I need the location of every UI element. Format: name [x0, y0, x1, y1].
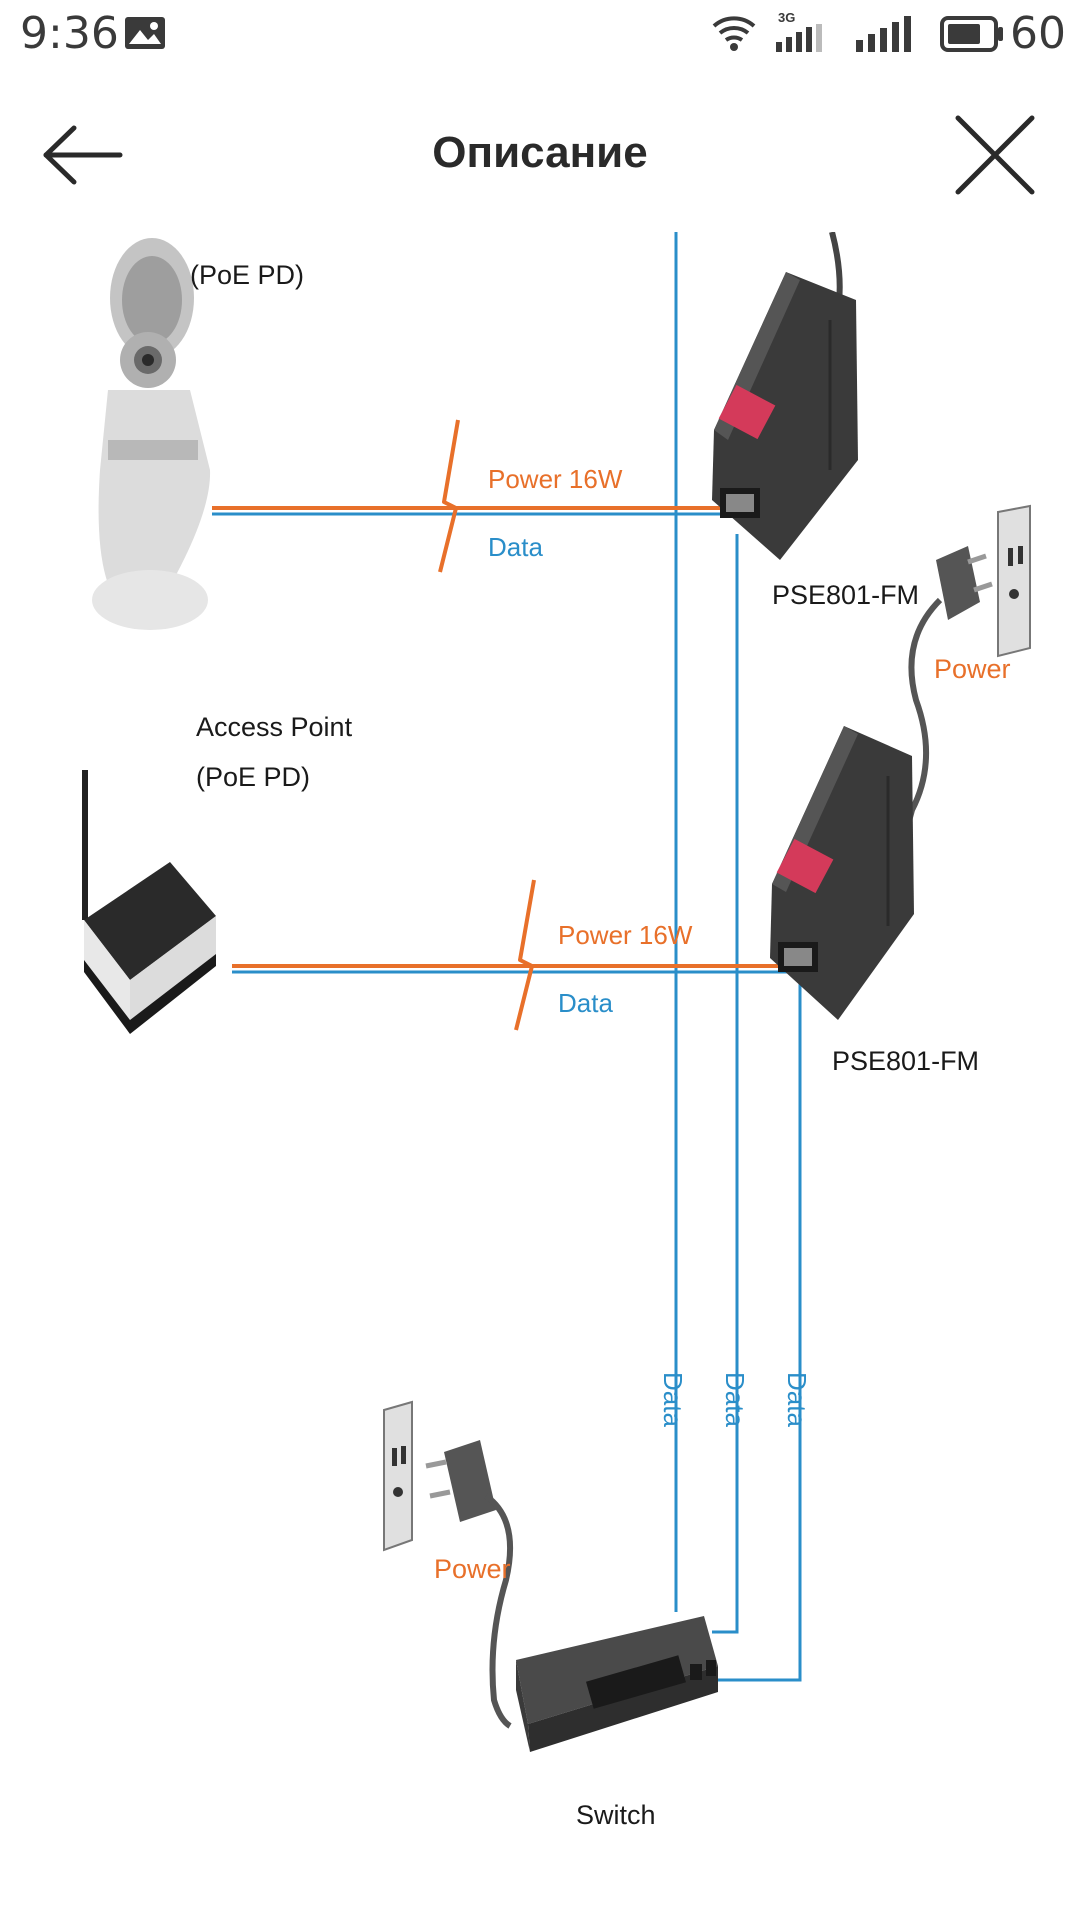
status-bar: 9:36 3G 60	[0, 0, 1080, 70]
back-button[interactable]	[40, 120, 130, 190]
vertical-data-line-2	[712, 534, 739, 1634]
power-label-mid: Power 16W	[558, 920, 693, 950]
app-bar: Описание	[0, 100, 1080, 210]
network-type-label: 3G	[778, 10, 796, 25]
signal-3g-icon	[776, 24, 822, 52]
battery-percent: 60	[1010, 8, 1066, 59]
vertical-data-label-3: Data	[782, 1372, 812, 1427]
switch-label: Switch	[576, 1800, 656, 1830]
battery-icon	[940, 16, 1003, 52]
injector-mid-label: PSE801-FM	[832, 1046, 979, 1076]
data-label-mid: Data	[558, 988, 613, 1018]
poe-diagram-image: Power 16W Data Power 16W Data (PoE PD)	[0, 232, 1080, 1872]
ip-camera	[92, 238, 211, 630]
data-label-top: Data	[488, 532, 543, 562]
poe-diagram: Power 16W Data Power 16W Data (PoE PD)	[82, 232, 1031, 1830]
poe-injector-mid	[770, 726, 914, 1020]
vertical-data-line-3	[718, 958, 802, 1682]
wifi-icon	[712, 16, 756, 51]
close-button[interactable]	[950, 112, 1040, 198]
power-label-left: Power	[434, 1554, 511, 1584]
image-notification-icon	[125, 17, 165, 49]
access-point-label-1: Access Point	[196, 712, 353, 742]
vertical-data-label-2: Data	[720, 1372, 750, 1427]
access-point-label-2: (PoE PD)	[196, 762, 310, 792]
power-label-right: Power	[934, 654, 1011, 684]
arrow-left-icon	[43, 125, 123, 185]
network-switch	[516, 1616, 718, 1752]
access-point	[82, 770, 216, 1034]
power-label-top: Power 16W	[488, 464, 623, 494]
page-title: Описание	[432, 128, 648, 177]
camera-label: (PoE PD)	[190, 260, 304, 290]
outlet-left	[383, 1400, 514, 1729]
injector-top-label: PSE801-FM	[772, 580, 919, 610]
vertical-data-label-1: Data	[658, 1372, 688, 1427]
status-time: 9:36	[20, 8, 119, 59]
poe-injector-top	[712, 232, 858, 560]
lightning-top	[438, 419, 460, 573]
signal-icon	[856, 16, 911, 52]
close-icon	[955, 115, 1035, 195]
lightning-mid	[514, 879, 536, 1031]
